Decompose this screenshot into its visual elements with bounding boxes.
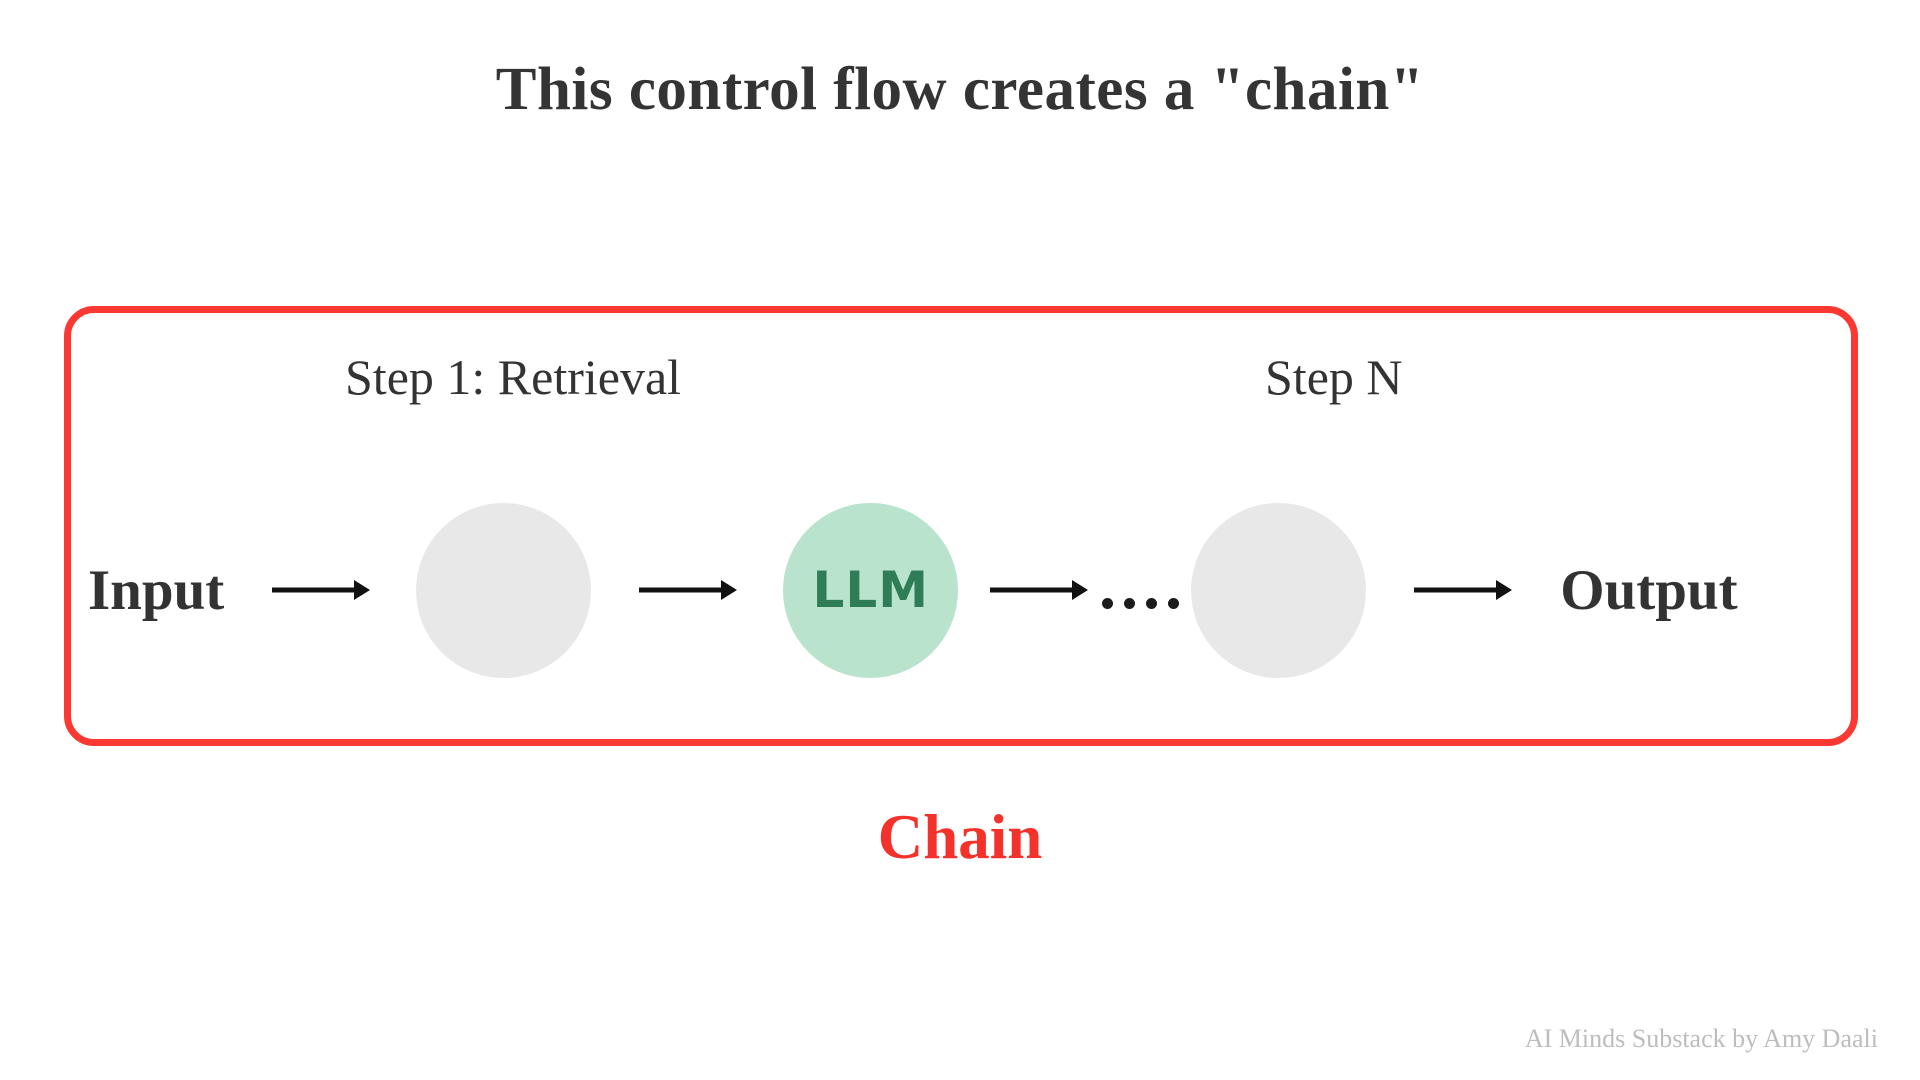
step-label-retrieval: Step 1: Retrieval [345, 349, 682, 405]
output-label: Output [1560, 558, 1738, 622]
arrow-stepn-to-output-icon [1414, 580, 1513, 600]
node-retrieval[interactable] [416, 502, 592, 678]
ellipsis-dots-icon [1102, 597, 1180, 609]
dot-1 [1102, 597, 1114, 609]
page-title: This control flow creates a "chain" [495, 56, 1425, 123]
chain-container-box [64, 306, 1858, 746]
arrow-input-to-retrieval-icon [272, 580, 371, 600]
step-label-step-n: Step N [1265, 349, 1403, 405]
arrow-llm-to-ellipsis-icon [990, 580, 1089, 600]
chain-caption-label: Chain [877, 802, 1043, 872]
footer-watermark: AI Minds Substack by Amy Daali [1524, 1024, 1878, 1053]
dot-2 [1124, 597, 1136, 609]
chain-flow-row: Input LLM Ou [64, 480, 1858, 700]
arrow-retrieval-to-llm-icon [639, 580, 738, 600]
node-llm[interactable]: LLM [783, 502, 959, 678]
node-step-n[interactable] [1191, 502, 1367, 678]
dot-4 [1168, 597, 1180, 609]
node-llm-label: LLM [812, 561, 929, 619]
input-label: Input [88, 558, 225, 622]
dot-3 [1146, 597, 1158, 609]
